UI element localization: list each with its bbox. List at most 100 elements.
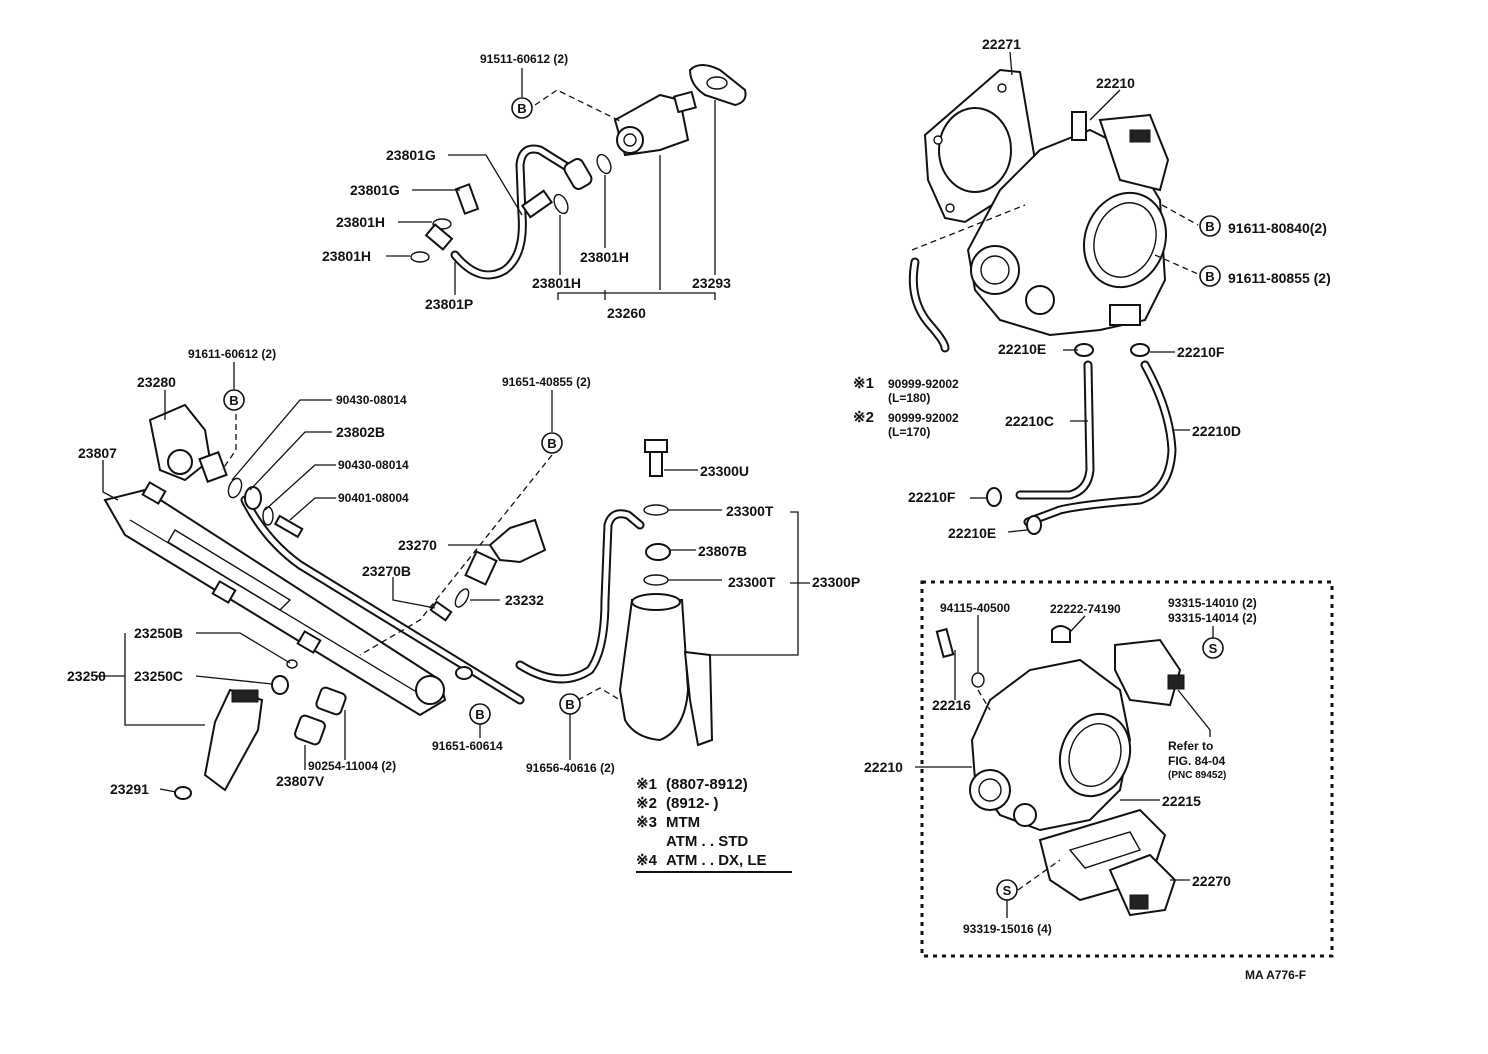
label-22210-top: 22210	[1096, 75, 1135, 91]
label-93315-14010: 93315-14010 (2)	[1168, 596, 1257, 610]
fuel-hose-23300P-inner	[517, 511, 643, 682]
label-23260: 23260	[607, 305, 646, 321]
rail-end-cap	[415, 675, 445, 705]
rail-boss-2	[211, 580, 237, 604]
label-diagram-code: MA A776-F	[1245, 968, 1306, 982]
sensor-93315	[1114, 638, 1182, 707]
throttle-position-sensor	[1098, 113, 1170, 192]
label-23802B: 23802B	[336, 424, 385, 440]
label-22222-74190: 22222-74190	[1050, 602, 1121, 616]
label-22216: 22216	[932, 697, 971, 713]
label-90099-1: 90999-92002	[888, 377, 959, 391]
note-hose-1-sym: ※1	[853, 375, 874, 392]
sensor-plug	[1167, 674, 1185, 690]
label-22210-kit: 22210	[864, 759, 903, 775]
throttle-linkage-hub	[980, 255, 1010, 285]
label-22210F-a: 22210F	[1177, 344, 1225, 360]
label-23801H-b: 23801H	[322, 248, 371, 264]
throttle-leaders	[970, 51, 1190, 533]
label-23250B: 23250B	[134, 625, 183, 641]
regulator-nipple	[673, 90, 697, 114]
label-90430-08014-b: 90430-08014	[338, 458, 409, 472]
insulator-90254	[315, 686, 347, 716]
o-ring-23250B	[286, 659, 298, 669]
label-22271: 22271	[982, 36, 1021, 52]
marker-b-text: B	[229, 393, 238, 408]
label-23270B: 23270B	[362, 563, 411, 579]
gasket-23300T-a	[643, 504, 669, 516]
bolt-dash-upper	[1161, 204, 1199, 226]
hose-dash-line	[911, 204, 1026, 251]
fuel-filter-body	[618, 599, 690, 742]
label-23300P: 23300P	[812, 574, 860, 590]
regulator-port-inner	[623, 133, 637, 147]
label-22270: 22270	[1192, 873, 1231, 889]
throttle-body-group	[911, 68, 1199, 337]
filter-bracket	[683, 650, 714, 747]
label-22210E-a: 22210E	[998, 341, 1046, 357]
label-23807V: 23807V	[276, 773, 325, 789]
label-L170: (L=170)	[888, 425, 930, 439]
label-91611-80840: 91611-80840(2)	[1228, 220, 1327, 236]
hose-clamp-22210E-b	[1026, 515, 1042, 535]
kit-dotted-frame	[920, 580, 1334, 958]
label-23300T-b: 23300T	[728, 574, 776, 590]
kit-parts-group	[935, 625, 1185, 917]
fuel-tube-23801P	[450, 144, 577, 280]
label-23250: 23250	[67, 668, 106, 684]
label-refer-to: Refer to	[1168, 739, 1213, 753]
label-91651-60614: 91651-60614	[432, 739, 503, 753]
marker-b-text: B	[565, 697, 574, 712]
left-leaders	[96, 362, 571, 793]
injector-group	[174, 659, 347, 800]
bolt-dash-line	[534, 89, 623, 123]
label-23801P: 23801P	[425, 296, 473, 312]
note-2-symbol: ※2	[636, 795, 657, 812]
screw-22216	[935, 627, 955, 659]
applicability-notes: ※1 (8807-8912) ※2 (8912- ) ※3 MTM ATM . …	[636, 776, 792, 873]
label-22210E-b: 22210E	[948, 525, 996, 541]
throttle-nipple	[1071, 111, 1087, 141]
insulator-23807V	[294, 714, 326, 746]
label-23300T-a: 23300T	[726, 503, 774, 519]
idle-valve	[1025, 285, 1055, 315]
cushion-23250C	[271, 675, 289, 695]
gasket-23801H-d	[553, 193, 569, 215]
marker-b-text: B	[1205, 219, 1214, 234]
retainer-23270B	[429, 600, 453, 622]
cap-23807B	[645, 543, 671, 561]
kit-bore-inner	[1068, 723, 1122, 787]
label-23801H-d: 23801H	[532, 275, 581, 291]
hose-end-fitting	[424, 223, 454, 251]
note-3-text-b: ATM . . STD	[666, 833, 748, 850]
kit-leaders	[915, 615, 1214, 918]
label-93319-15016: 93319-15016 (4)	[963, 922, 1052, 936]
label-23807B: 23807B	[698, 543, 747, 559]
plug-22222	[1051, 625, 1071, 643]
gasket-90430-b	[262, 506, 274, 526]
bolt-head-23300U	[644, 439, 668, 453]
gasket-bore	[938, 107, 1012, 193]
label-90430-08014-a: 90430-08014	[336, 393, 407, 407]
label-22210C: 22210C	[1005, 413, 1054, 429]
label-23801G-b: 23801G	[350, 182, 400, 198]
label-23293: 23293	[692, 275, 731, 291]
label-23801H-a: 23801H	[336, 214, 385, 230]
label-23801H-c: 23801H	[580, 249, 629, 265]
gasket-hole-2	[997, 83, 1007, 93]
fuel-filter-top	[631, 593, 681, 611]
fuel-injector-23250	[203, 688, 264, 792]
damper-nut	[167, 449, 193, 475]
label-L180: (L=180)	[888, 391, 930, 405]
water-hose-22210D-inner	[1025, 362, 1175, 525]
fuel-line-assembly-group	[410, 64, 747, 280]
o-ring-23232	[454, 588, 470, 608]
air-valve-22270	[1108, 853, 1177, 917]
label-fig-84-04: FIG. 84-04	[1168, 754, 1226, 768]
union-nut	[563, 158, 593, 190]
label-23300U: 23300U	[700, 463, 749, 479]
injector-connector	[231, 689, 259, 703]
marker-b-icon	[541, 432, 563, 454]
